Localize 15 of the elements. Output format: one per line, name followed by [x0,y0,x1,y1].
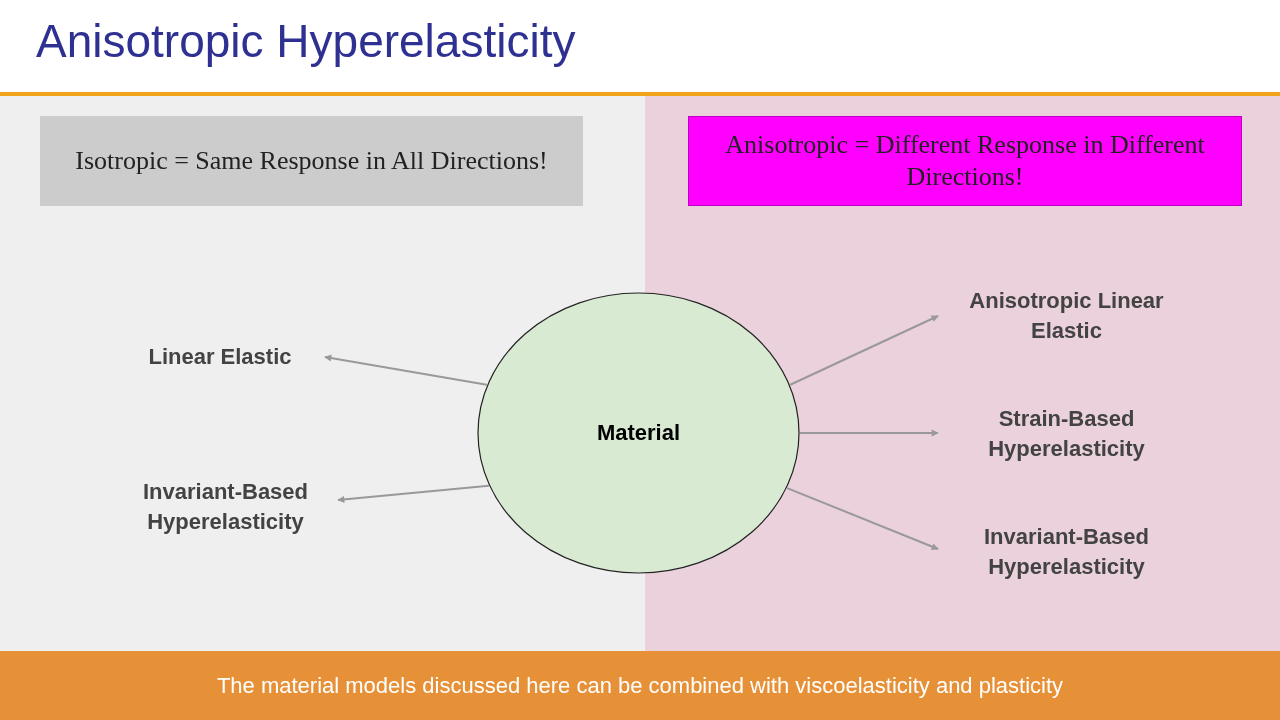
arrow [799,429,939,437]
definition-box: Isotropic = Same Response in All Directions! [40,116,583,206]
model-label: Strain-Based Hyperelasticity [945,403,1188,465]
arrow [786,487,939,550]
node-label: Material [596,420,681,446]
slide-title: Anisotropic Hyperelasticity [36,14,576,68]
arrow [337,484,490,503]
model-label: Linear Elastic [125,337,315,377]
model-label: Invariant-Based Hyperelasticity [945,521,1188,583]
caption: The material models discussed here can be combined with viscoelasticity and plasticity [216,672,1064,699]
arrow [789,315,939,386]
arrow [324,354,488,386]
model-label: Anisotropic Linear Elastic [945,285,1188,347]
model-label: Invariant-Based Hyperelasticity [118,476,333,538]
definition-box: Anisotropic = Different Response in Different Directions! [688,116,1242,206]
